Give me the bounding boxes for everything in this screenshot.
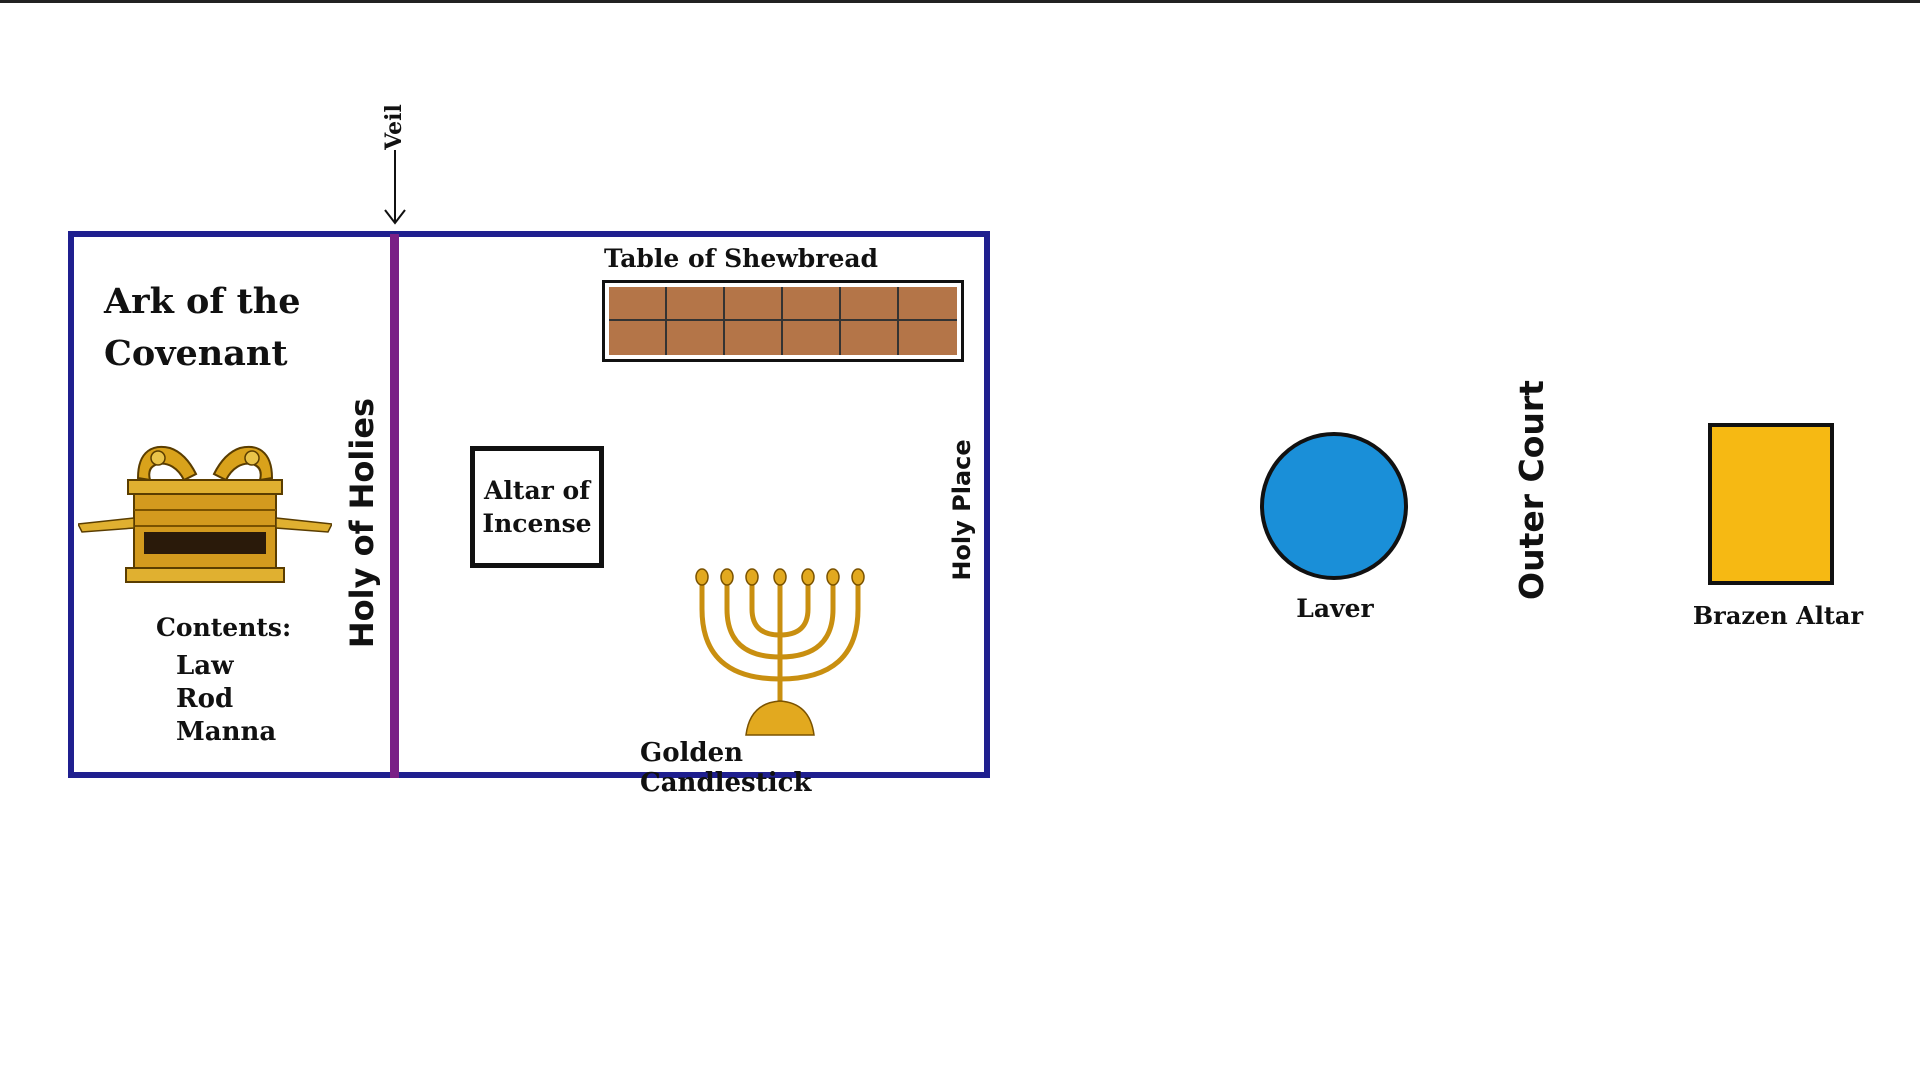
holy-of-holies-label: Holy of Holies: [343, 397, 381, 649]
laver-shape: [1260, 432, 1408, 580]
loaf-cell: [609, 287, 667, 321]
laver-label: Laver: [1296, 594, 1374, 623]
arrow-down-icon: [384, 150, 406, 225]
ark-title-line-1: Ark of the: [104, 281, 301, 322]
altar-of-incense: Altar of Incense: [470, 446, 604, 568]
loaf-cell: [841, 321, 899, 355]
brazen-altar-shape: [1708, 423, 1834, 585]
veil-label: Veil: [381, 104, 407, 150]
contents-label: Contents:: [156, 613, 292, 642]
altar-label-line-2: Incense: [482, 509, 592, 538]
table-of-shewbread-label: Table of Shewbread: [604, 244, 879, 273]
top-border-line: [0, 0, 1920, 3]
outer-court-label: Outer Court: [1512, 380, 1551, 600]
brazen-altar-label: Brazen Altar: [1692, 601, 1864, 630]
loaf-cell: [667, 321, 725, 355]
altar-label-line-1: Altar of: [484, 476, 590, 505]
tabernacle-outline: [68, 231, 990, 778]
loaf-cell: [725, 321, 783, 355]
loaf-cell: [899, 287, 957, 321]
veil-divider: [390, 234, 399, 778]
loaf-cell: [899, 321, 957, 355]
loaf-cell: [783, 287, 841, 321]
contents-item-law: Law: [176, 651, 234, 681]
golden-candlestick-label: Golden Candlestick: [640, 738, 812, 798]
contents-item-manna: Manna: [176, 717, 277, 747]
loaf-cell: [609, 321, 667, 355]
ark-title-line-2: Covenant: [104, 333, 288, 374]
loaf-cell: [725, 287, 783, 321]
contents-list: Law Rod Manna: [176, 650, 276, 749]
shewbread-loaves-grid: [609, 287, 957, 355]
holy-place-label: Holy Place: [948, 439, 976, 581]
loaf-cell: [667, 287, 725, 321]
loaf-cell: [841, 287, 899, 321]
ark-title: Ark of the Covenant: [104, 276, 364, 380]
loaf-cell: [783, 321, 841, 355]
contents-item-rod: Rod: [176, 684, 234, 714]
ark-of-covenant-icon: [78, 445, 332, 583]
table-of-shewbread: [602, 280, 964, 362]
menorah-icon: [695, 568, 865, 736]
